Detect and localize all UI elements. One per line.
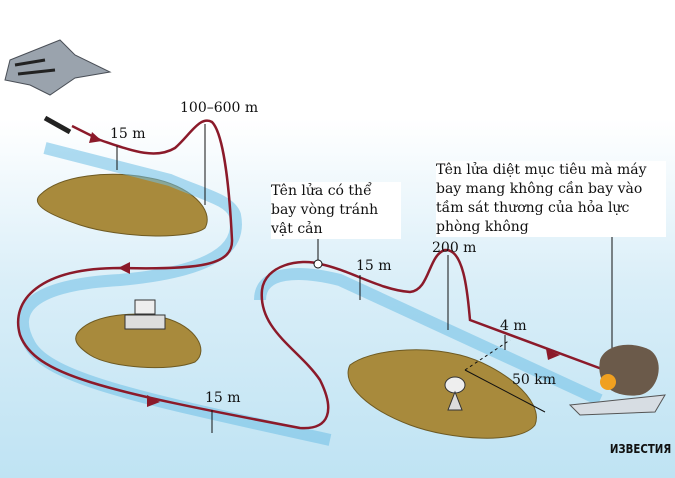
altitude-label-low-1: 15 m [110,126,146,142]
callout-avoid-obstacles: Tên lửa có thể bay vòng tránh vật cản [271,182,401,239]
altitude-label-peak-2: 200 m [432,240,477,256]
altitude-label-peak-1: 100–600 m [180,100,259,116]
arrow-4 [546,349,560,360]
altitude-label-final: 4 m [500,318,527,334]
callout-standoff-strike: Tên lửa diệt mục tiêu mà máy bay mang kh… [436,161,666,237]
island-3 [347,349,537,439]
launcher-vehicle-icon [124,299,166,330]
arrow-1 [89,132,102,143]
marker-dot [313,259,323,269]
aircraft-icon [4,39,112,96]
missile-trajectory [17,119,611,430]
target-ship-icon [568,344,666,416]
island-1 [37,173,208,237]
radar-icon [444,376,466,411]
arrow-2 [118,262,130,274]
izvestia-logo: ИЗВЕСТИЯ [609,442,671,456]
missile-icon [43,115,72,135]
distance-label: 50 km [512,372,557,388]
altitude-label-low-3: 15 m [205,390,241,406]
island-2 [75,313,202,369]
arrow-3 [147,395,160,407]
altitude-label-low-2: 15 m [356,258,392,274]
